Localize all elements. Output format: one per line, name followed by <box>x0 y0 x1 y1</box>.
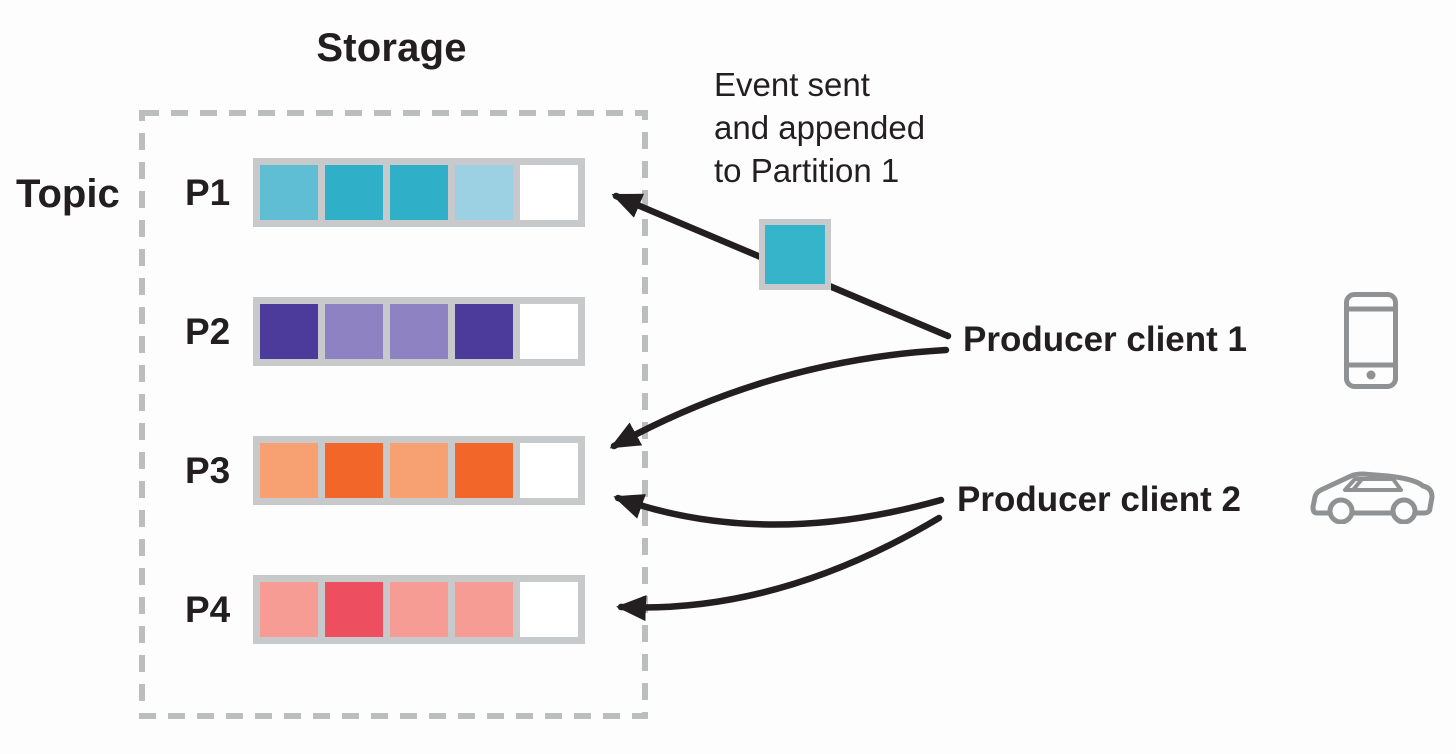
partition-cell <box>260 582 318 637</box>
partition-row-p1: P1 <box>185 158 585 227</box>
partition-cells <box>253 158 585 227</box>
partition-cell <box>455 582 513 637</box>
partition-cell <box>390 443 448 498</box>
partition-cell <box>325 443 383 498</box>
partition-cell <box>390 582 448 637</box>
partition-cell <box>325 304 383 359</box>
partition-label: P4 <box>185 588 231 630</box>
event-square <box>759 219 831 290</box>
storage-title: Storage <box>316 26 467 70</box>
partition-row-p2: P2 <box>185 297 585 366</box>
arrow-producer1-to-p3 <box>609 346 950 450</box>
partition-cell <box>455 443 513 498</box>
partition-label: P3 <box>185 449 231 491</box>
partition-cell <box>455 304 513 359</box>
partition-cell <box>260 304 318 359</box>
arrow-producer2-to-p4 <box>616 514 943 622</box>
partition-cell <box>325 582 383 637</box>
partition-cell-empty <box>520 582 578 637</box>
partition-label: P1 <box>185 171 231 213</box>
partition-cells <box>253 297 585 366</box>
partition-cell <box>390 304 448 359</box>
event-annotation: Event sent and appended to Partition 1 <box>714 66 926 189</box>
partition-cell-empty <box>520 304 578 359</box>
car-icon <box>1310 471 1435 524</box>
partition-label: P2 <box>185 310 231 352</box>
arrow-producer2-to-p3 <box>613 494 945 528</box>
topic-label: Topic <box>16 172 120 216</box>
partition-cell <box>260 443 318 498</box>
partition-row-p4: P4 <box>185 575 585 644</box>
partition-cell <box>325 165 383 220</box>
producer-client-2-label: Producer client 2 <box>957 480 1241 519</box>
partition-row-p3: P3 <box>185 436 585 505</box>
partition-cell-empty <box>520 443 578 498</box>
partition-cell <box>390 165 448 220</box>
partition-cell <box>260 165 318 220</box>
partition-cell <box>455 165 513 220</box>
partition-cells <box>253 575 585 644</box>
producer-client-1-label: Producer client 1 <box>963 320 1247 359</box>
smartphone-icon <box>1344 292 1398 389</box>
partition-cells <box>253 436 585 505</box>
partition-rows: P1 P2 P3 <box>185 158 585 644</box>
partition-cell-empty <box>520 165 578 220</box>
